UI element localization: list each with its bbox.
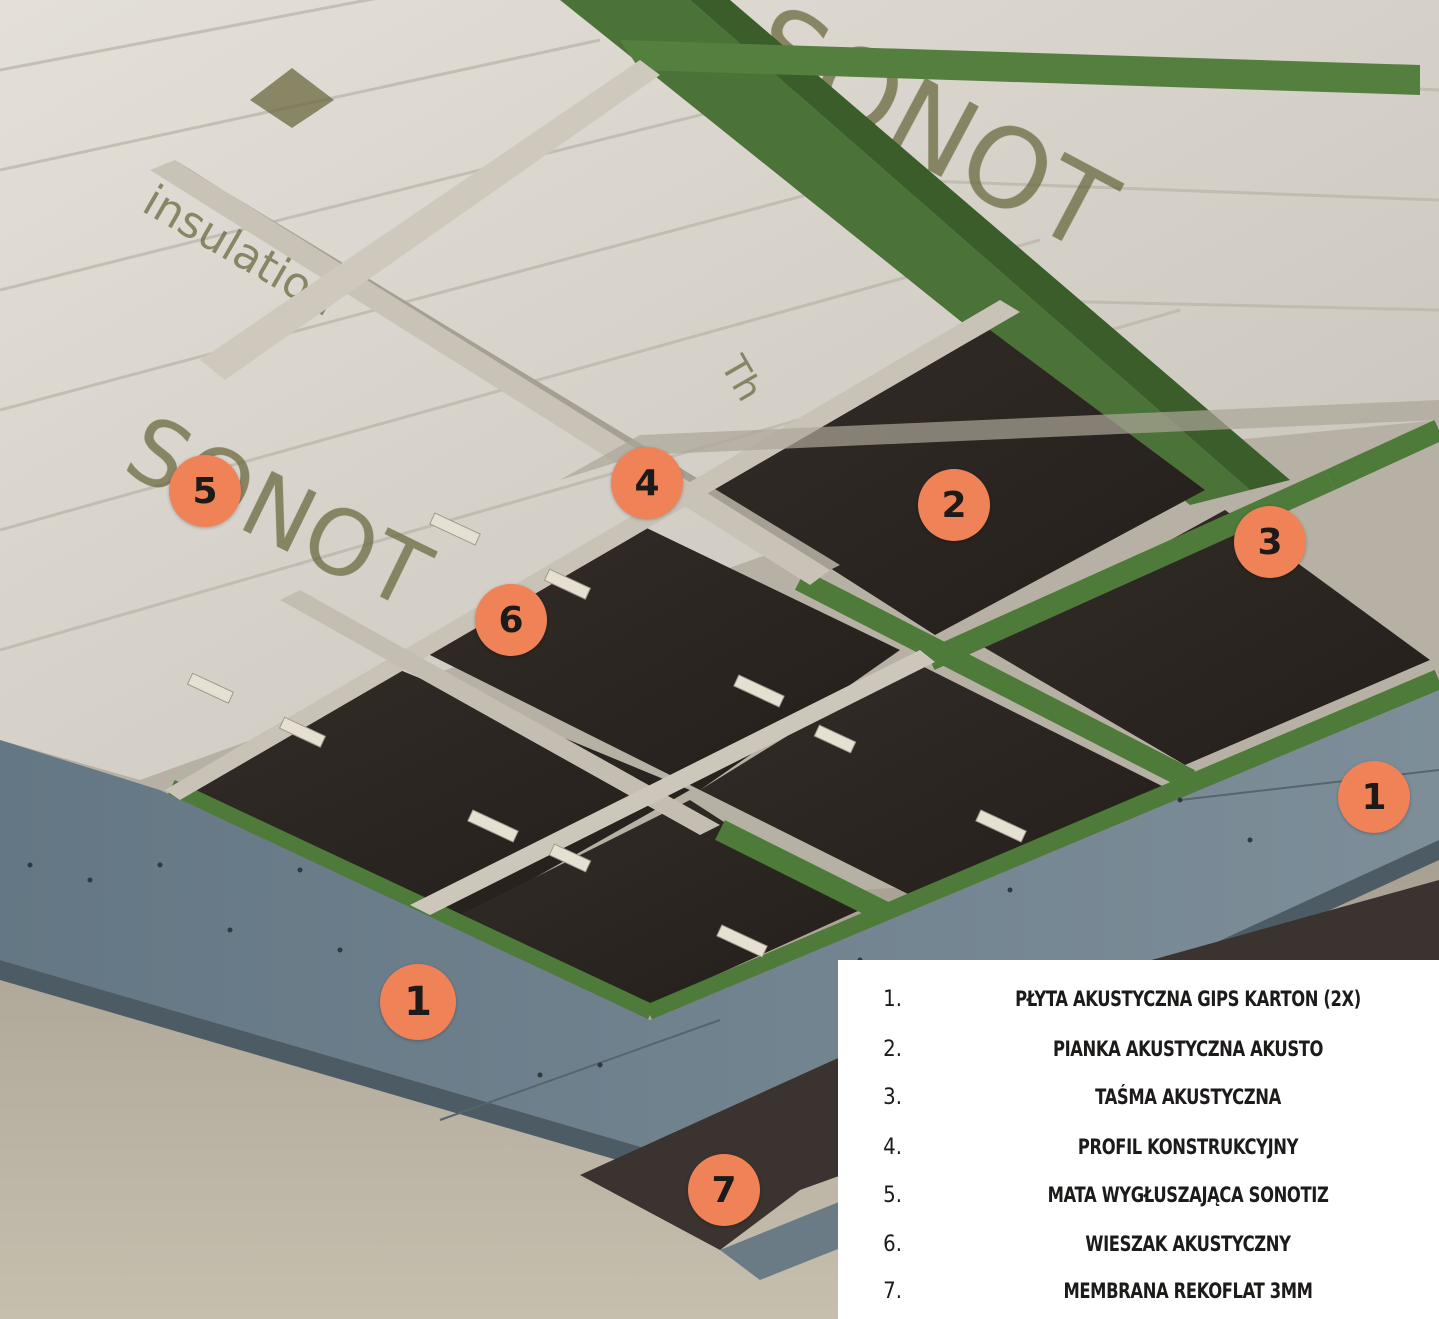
legend-item-label: PŁYTA AKUSTYCZNA GIPS KARTON (2X) [1015,987,1361,1011]
legend-item-5: 5. MATA WYGŁUSZAJĄCA SONOTIZ [838,1170,1439,1220]
insulation-mat [0,0,1439,780]
marker-1-right: 1 [1338,761,1410,833]
legend-item-number: 4. [883,1134,902,1160]
plasterboard-screws [27,797,1253,1078]
legend-item-7: 7. MEMBRANA REKOFLAT 3MM [838,1266,1439,1316]
marker-6: 6 [475,584,547,656]
marker-7: 7 [688,1154,760,1226]
legend-item-label: PIANKA AKUSTYCZNA AKUSTO [1052,1037,1324,1061]
upper-green-profile-face [690,0,1290,490]
legend-item-number: 5. [883,1182,902,1208]
marker-5: 5 [169,455,241,527]
marker-1-left: 1 [380,964,456,1040]
legend-item-label: MATA WYGŁUSZAJĄCA SONOTIZ [1047,1183,1329,1207]
legend-item-label: WIESZAK AKUSTYCZNY [1085,1232,1291,1256]
marker-3: 3 [1234,506,1306,578]
upper-green-profile-top [620,40,1420,95]
legend-item-label: TAŚMA AKUSTYCZNA [1095,1085,1281,1109]
legend-item-number: 2. [883,1036,902,1062]
upper-green-profile [560,0,1250,505]
legend-panel: 1. PŁYTA AKUSTYCZNA GIPS KARTON (2X) 2. … [838,960,1439,1319]
acoustic-hangers [186,512,1027,958]
legend-item-1: 1. PŁYTA AKUSTYCZNA GIPS KARTON (2X) [838,974,1439,1024]
legend-item-4: 4. PROFIL KONSTRUKCYJNY [838,1122,1439,1172]
sonotiz-logo-mark [250,68,334,128]
marker-2: 2 [918,469,990,541]
legend-item-label: PROFIL KONSTRUKCYJNY [1077,1135,1299,1159]
legend-item-number: 7. [883,1278,902,1304]
legend-item-number: 6. [883,1231,902,1257]
legend-item-6: 6. WIESZAK AKUSTYCZNY [838,1219,1439,1269]
legend-item-2: 2. PIANKA AKUSTYCZNA AKUSTO [838,1024,1439,1074]
legend-item-3: 3. TAŚMA AKUSTYCZNA [838,1072,1439,1122]
legend-item-number: 3. [883,1084,902,1110]
plasterboard-front [0,690,1439,1170]
legend-item-label: MEMBRANA REKOFLAT 3MM [1063,1279,1313,1303]
marker-4: 4 [611,447,683,519]
legend-item-number: 1. [883,986,902,1012]
